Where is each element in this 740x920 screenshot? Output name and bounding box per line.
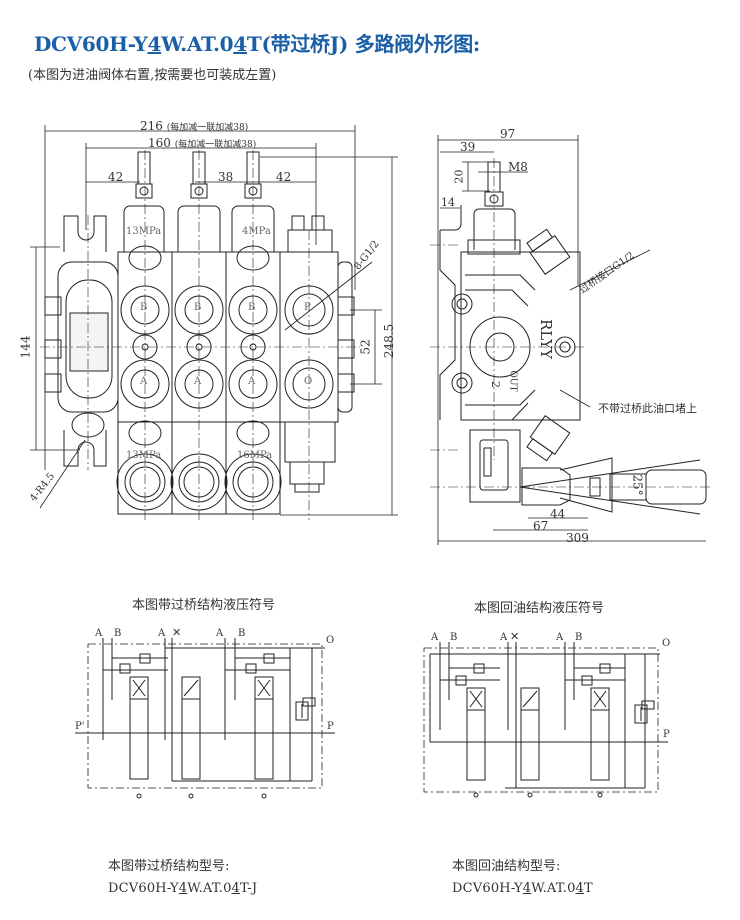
dim-port-spacing: 52 (358, 339, 373, 355)
left-model-number: DCV60H-Y4W.AT.04T-J (108, 881, 257, 896)
side-body (439, 161, 707, 515)
port-label-a2: A (194, 376, 202, 387)
relief-bottom-2: 16MPa (237, 450, 273, 461)
schematic-right-port-b1: B (450, 632, 458, 643)
side-centerlines (430, 158, 710, 488)
page-title: DCV60H-Y4W.AT.04T(带过桥J) 多路阀外形图: (34, 28, 480, 57)
model-suffix: T (584, 881, 593, 896)
dim-left-pitch: 42 (108, 170, 124, 184)
side-bolts (44, 296, 355, 393)
port-label-a3: A (248, 376, 256, 387)
dim-44: 44 (550, 507, 566, 521)
centerlines (40, 150, 360, 520)
port-label-p: P (304, 302, 311, 313)
out-number: 2 (489, 381, 502, 388)
spool-3 (224, 638, 290, 799)
relief-top-1: 13MPa (126, 226, 162, 237)
schematic-right-port-a2: A (500, 632, 508, 643)
dim-total-height: 248.5 (382, 323, 397, 359)
lever-angle: 25° (630, 474, 645, 496)
side-dimension-lines (437, 135, 706, 545)
right-model-number: DCV60H-Y4W.AT.04T (452, 881, 593, 896)
port-label-b2: B (194, 302, 202, 313)
title-prefix: DCV60H-Y (34, 32, 148, 56)
model-underlined-digit: 4 (522, 881, 532, 896)
dim-mid-pitch: 38 (218, 170, 234, 184)
right-spool-3 (564, 642, 625, 798)
front-view-drawing (30, 125, 398, 520)
schematic-right-heading: 本图回油结构液压符号 (474, 601, 605, 616)
schematic-left-port-a2: A (158, 628, 166, 639)
left-model-label: 本图带过桥结构型号: (108, 859, 230, 874)
schematic-right (423, 642, 668, 798)
model-underlined-digit: 4 (575, 881, 585, 896)
relief-top-2: 4MPa (242, 226, 271, 237)
model-mid: W.AT.0 (531, 881, 576, 896)
schematic-left-port-p-prime: P' (75, 721, 85, 732)
plug-note: 不带过桥此油口堵上 (598, 402, 697, 415)
schematic-left-port-x: ✕ (172, 626, 182, 639)
valve-body (57, 251, 353, 423)
schematic-left-port-o: O (326, 635, 335, 646)
port-label-o: O (304, 376, 313, 387)
port-label-a1: A (140, 376, 148, 387)
schematic-right-port-a1: A (431, 632, 439, 643)
schematic-left-heading: 本图带过桥结构液压符号 (132, 598, 276, 613)
dim-right-pitch: 42 (276, 170, 292, 184)
dim-309: 309 (566, 531, 589, 545)
right-relief-valve (634, 700, 655, 724)
dim-inner: 160 (每加减一联加减38) (148, 136, 256, 150)
schematic-right-port-b3: B (575, 632, 583, 643)
dim-thread-len: 20 (452, 169, 466, 184)
port-label-b3: B (248, 302, 256, 313)
dim-67: 67 (533, 519, 549, 533)
right-spool-1 (439, 642, 500, 798)
dim-height: 144 (18, 335, 33, 359)
port-label-b1: B (140, 302, 148, 313)
title-underlined-digit: 4 (147, 32, 162, 56)
schematic-right-port-o: O (662, 638, 671, 649)
dim-overall-note: (每加减一联加减38) (166, 123, 249, 133)
relief-bottom-1: 13MPa (126, 450, 162, 461)
model-suffix: T-J (240, 881, 258, 896)
model-mid: W.AT.0 (187, 881, 232, 896)
out-label: OUT (507, 370, 518, 392)
bottom-caps (116, 420, 336, 515)
model-prefix: DCV60H-Y (452, 881, 523, 896)
thread-spec: M8 (508, 160, 528, 174)
right-spool-2 (507, 642, 540, 798)
relief-valve (295, 697, 316, 721)
schematic-right-port-a3: A (556, 632, 564, 643)
right-model-label: 本图回油结构型号: (452, 859, 561, 874)
dim-side-width: 97 (500, 127, 516, 141)
dim-inner-note: (每加减一联加减38) (174, 140, 257, 150)
schematic-left-port-a1: A (95, 628, 103, 639)
title-mid: W.AT.0 (161, 32, 234, 56)
dim-overall: 216 (每加减一联加减38) (140, 119, 248, 133)
spool-1 (102, 638, 168, 799)
model-prefix: DCV60H-Y (108, 881, 179, 896)
schematic-left-port-b3: B (238, 628, 246, 639)
title-underlined-digit: 4 (233, 32, 247, 56)
brand-mark: RLYY (537, 318, 556, 360)
dim-inner-value: 160 (148, 136, 171, 150)
subtitle: (本图为进油阀体右置,按需要也可装成左置) (28, 68, 277, 83)
model-underlined-digit: 4 (178, 881, 188, 896)
dimension-lines (30, 125, 398, 516)
dim-offset: 14 (441, 196, 455, 209)
model-underlined-digit: 4 (231, 881, 241, 896)
spool-2 (164, 638, 201, 799)
schematic-left (75, 638, 335, 799)
schematic-left-port-p: P (327, 721, 334, 732)
title-suffix: T(带过桥J) 多路阀外形图: (246, 32, 480, 56)
schematic-left-port-b1: B (114, 628, 122, 639)
schematic-left-port-a3: A (216, 628, 224, 639)
schematic-right-port-p: P (663, 729, 670, 740)
dim-overall-value: 216 (140, 119, 163, 133)
schematic-right-port-x: ✕ (510, 630, 520, 643)
dim-stem: 39 (460, 140, 476, 154)
side-view-drawing (430, 135, 710, 545)
